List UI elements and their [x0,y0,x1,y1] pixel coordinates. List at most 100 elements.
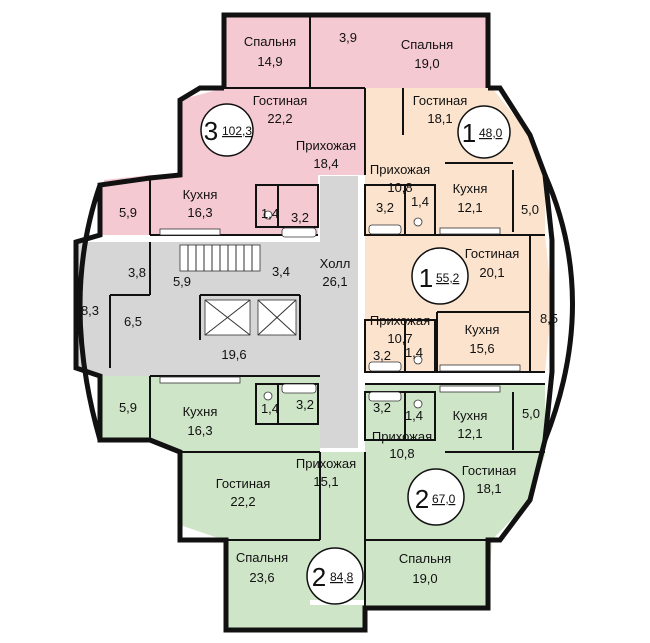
room-labels: Спальня 14,9 3,9 Спальня 19,0 Гостиная 2… [81,30,558,586]
room-area: 16,3 [187,423,212,438]
room-area: 3,2 [296,397,314,412]
elevator-icon [257,299,297,336]
toilet-icon [413,399,423,409]
svg-text:48,0: 48,0 [479,126,503,140]
bathtub-icon [368,361,402,372]
room-area: 5,9 [119,400,137,415]
room-area: 1,4 [411,194,429,209]
bathtub-icon [368,224,402,235]
room-name: Гостиная [413,93,468,108]
room-area: 12,1 [457,200,482,215]
room-area: 8,3 [81,303,99,318]
room-name: Гостиная [462,463,517,478]
room-name: Прихожая [296,138,356,153]
svg-text:1: 1 [419,263,433,293]
room-area: 10,8 [389,446,414,461]
room-area: 26,1 [322,274,347,289]
kitchen-counter-icon [159,228,221,236]
apartment-badge-1-middle: 1 55,2 [411,247,469,305]
room-area: 3,8 [128,265,146,280]
room-area: 12,1 [457,426,482,441]
svg-text:84,8: 84,8 [330,570,354,584]
bathtub-icon [281,227,317,238]
apartment-1-room-middle[interactable] [365,235,552,372]
room-name: Прихожая [370,313,430,328]
room-area: 8,5 [540,311,558,326]
room-name: Кухня [453,181,488,196]
svg-text:2: 2 [415,484,429,514]
room-name: Гостиная [465,246,520,261]
kitchen-counter-icon [439,227,501,235]
room-area: 10,7 [387,331,412,346]
svg-text:67,0: 67,0 [432,492,456,506]
kitchen-counter-icon [159,376,241,384]
room-area: 1,4 [405,408,423,423]
room-area: 5,0 [521,202,539,217]
room-area: 3,2 [291,210,309,225]
kitchen-counter-icon [439,364,521,372]
toilet-icon [263,391,273,401]
toilet-icon [263,210,273,220]
room-name: Спальня [399,551,451,566]
apartment-2-room-left[interactable] [100,376,365,630]
room-area: 3,2 [373,400,391,415]
apartment-badge-1-top: 1 48,0 [457,105,511,159]
balcony-bottom-right [513,392,545,450]
room-name: Спальня [401,37,453,52]
balcony-top-right [513,170,545,232]
room-area: 5,0 [522,406,540,421]
bathtub-icon [368,391,402,402]
room-area: 16,3 [187,205,212,220]
walls [73,12,575,633]
room-name: Кухня [183,404,218,419]
room-name: Спальня [244,34,296,49]
room-area: 1,4 [261,401,279,416]
room-area: 5,9 [173,274,191,289]
toilet-icon [413,217,423,227]
svg-text:102,3: 102,3 [222,124,252,138]
room-name: Кухня [183,187,218,202]
room-area: 1,4 [405,345,423,360]
apartment-badge-3: 3 102,3 [200,103,254,157]
room-area: 19,0 [414,56,439,71]
room-area: 19,6 [221,347,246,362]
room-area: 10,8 [387,180,412,195]
room-name: Гостиная [253,93,308,108]
svg-text:3: 3 [204,116,218,146]
staircase-icon [179,244,261,272]
svg-text:2: 2 [312,562,326,592]
room-name: Прихожая [372,429,432,444]
room-name: Прихожая [296,456,356,471]
room-area: 18,4 [313,156,338,171]
room-area: 15,1 [313,474,338,489]
room-area: 5,9 [119,205,137,220]
bathtub-icon [281,383,317,394]
room-area: 14,9 [257,54,282,69]
room-area: 3,4 [272,264,290,279]
room-area: 1,4 [261,206,279,221]
apartment-badge-2-left: 2 84,8 [306,547,364,605]
room-name: Гостиная [216,476,271,491]
toilet-icon [413,355,423,365]
room-area: 23,6 [249,570,274,585]
room-area: 15,6 [469,341,494,356]
svg-text:55,2: 55,2 [436,271,460,285]
room-area: 3,2 [376,200,394,215]
elevator-icon [204,299,251,336]
room-name: Прихожая [370,162,430,177]
room-area: 22,2 [267,111,292,126]
room-name: Кухня [453,408,488,423]
kitchen-counter-icon [439,385,501,393]
fixtures [159,210,521,409]
svg-text:1: 1 [462,118,476,148]
room-area: 19,0 [412,571,437,586]
room-name: Спальня [236,550,288,565]
apartment-3-room[interactable] [100,15,488,235]
room-area: 18,1 [476,481,501,496]
apartment-badge-2-right: 2 67,0 [407,468,465,526]
room-area: 22,2 [230,494,255,509]
room-area: 3,9 [339,30,357,45]
room-area: 6,5 [124,314,142,329]
room-name: Холл [320,256,351,271]
